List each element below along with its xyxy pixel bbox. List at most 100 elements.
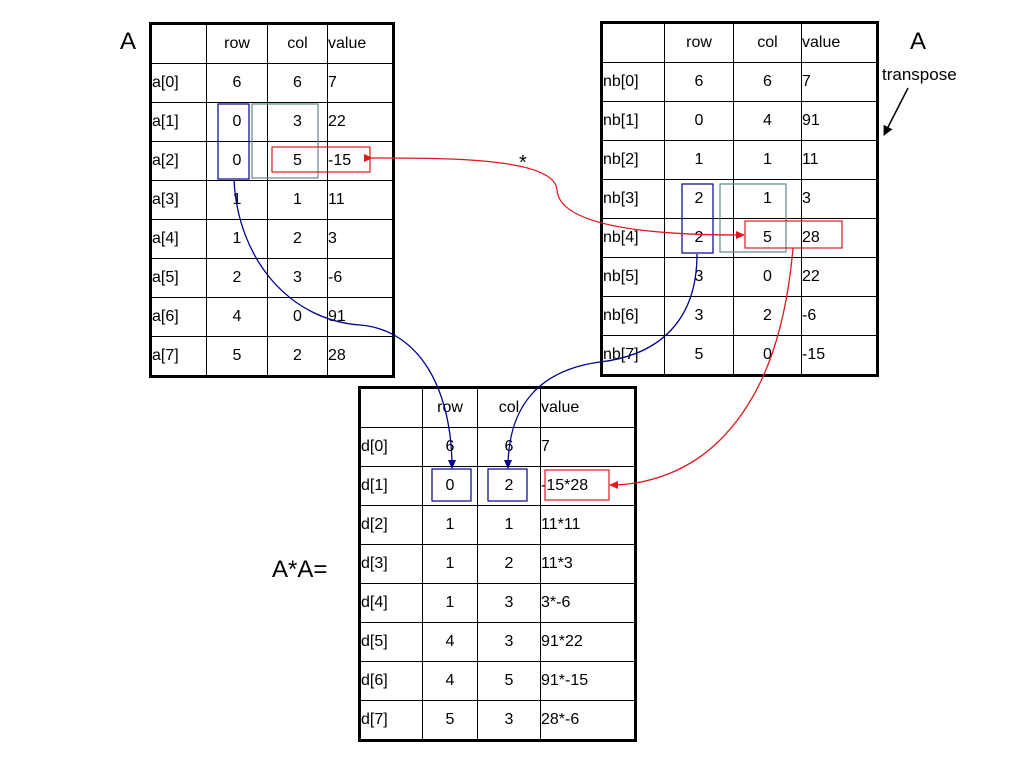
table-nb-cell: 6 (733, 62, 802, 102)
table-a-cell: a[7] (150, 336, 207, 377)
table-nb-cell: 1 (733, 140, 802, 180)
transpose-label: transpose (882, 65, 957, 84)
table-a-cell: 2 (206, 258, 268, 298)
table-d-cell: 91*22 (540, 622, 636, 662)
table-a-cell: 1 (267, 180, 328, 220)
table-nb-header-cell: col (733, 22, 802, 63)
table-a-cell: 1 (206, 219, 268, 259)
table-d-cell: 11*3 (540, 544, 636, 584)
table-d-cell: d[3] (359, 544, 423, 584)
table-nb-cell: 4 (733, 101, 802, 141)
table-d-header-cell: value (540, 387, 636, 428)
table-d-cell: d[1] (359, 466, 423, 506)
table-a-cell: 2 (267, 219, 328, 259)
table-d-cell: 1 (422, 505, 478, 545)
table-a-cell: 28 (327, 336, 394, 377)
table-a-cell: 3 (327, 219, 394, 259)
table-d-cell: 2 (477, 466, 541, 506)
table-nb-cell: 6 (664, 62, 734, 102)
table-d-cell: 28*-6 (540, 700, 636, 741)
table-nb-cell: 11 (801, 140, 878, 180)
table-d-cell: 3 (477, 700, 541, 741)
table-a-header-cell: row (206, 23, 268, 64)
table-a-cell: 0 (267, 297, 328, 337)
table-nb-cell: nb[0] (601, 62, 665, 102)
table-a-cell: 22 (327, 102, 394, 142)
table-d-cell: 91*-15 (540, 661, 636, 701)
table-a-cell: 3 (267, 258, 328, 298)
table-nb-cell: 0 (733, 257, 802, 297)
table-a-header-cell: value (327, 23, 394, 64)
table-d-cell: 11*11 (540, 505, 636, 545)
table-d-cell: d[2] (359, 505, 423, 545)
table-a-cell: a[1] (150, 102, 207, 142)
table-nb-cell: 7 (801, 62, 878, 102)
table-a-cell: a[6] (150, 297, 207, 337)
table-a-cell: -6 (327, 258, 394, 298)
table-nb-header-cell (601, 22, 665, 63)
table-d-cell: 7 (540, 427, 636, 467)
table-a-cell: 1 (206, 180, 268, 220)
table-nb-cell: 3 (664, 296, 734, 336)
table-a-cell: 6 (267, 63, 328, 103)
table-d-cell: 2 (477, 544, 541, 584)
table-d-cell: 0 (422, 466, 478, 506)
table-nb-cell: 3 (801, 179, 878, 219)
table-a-cell: 4 (206, 297, 268, 337)
multiply-mark: * (519, 152, 527, 174)
product-label: A*A= (272, 556, 328, 583)
table-nb-cell: nb[1] (601, 101, 665, 141)
table-a-header-cell (150, 23, 207, 64)
table-a-cell: 7 (327, 63, 394, 103)
table-d-cell: 4 (422, 661, 478, 701)
table-a-cell: a[4] (150, 219, 207, 259)
table-nb-cell: -6 (801, 296, 878, 336)
table-nb-header-cell: row (664, 22, 734, 63)
table-a-cell: 5 (206, 336, 268, 377)
table-d-cell: 6 (422, 427, 478, 467)
table-a-cell: 0 (206, 141, 268, 181)
table-nb-cell: 5 (733, 218, 802, 258)
table-d-cell: 3 (477, 622, 541, 662)
table-d-cell: d[4] (359, 583, 423, 623)
table-d-cell: 4 (422, 622, 478, 662)
table-a-cell: 91 (327, 297, 394, 337)
table-d-cell: d[5] (359, 622, 423, 662)
table-d-cell: 1 (477, 505, 541, 545)
table-a-cell: 5 (267, 141, 328, 181)
table-d-cell: 3*-6 (540, 583, 636, 623)
table-nb-cell: 22 (801, 257, 878, 297)
table-nb-cell: 2 (733, 296, 802, 336)
table-d-cell: -15*28 (540, 466, 636, 506)
table-nb-cell: nb[2] (601, 140, 665, 180)
table-d-cell: 5 (477, 661, 541, 701)
table-d-cell: d[7] (359, 700, 423, 741)
table-a-cell: 6 (206, 63, 268, 103)
table-nb-cell: 91 (801, 101, 878, 141)
table-nb-cell: nb[3] (601, 179, 665, 219)
table-nb-cell: 1 (664, 140, 734, 180)
table-a-cell: a[2] (150, 141, 207, 181)
table-d-header-cell (359, 387, 423, 428)
table-nb-cell: 0 (733, 335, 802, 376)
table-a-cell: 3 (267, 102, 328, 142)
table-a-cell: a[5] (150, 258, 207, 298)
table-a-cell: -15 (327, 141, 394, 181)
